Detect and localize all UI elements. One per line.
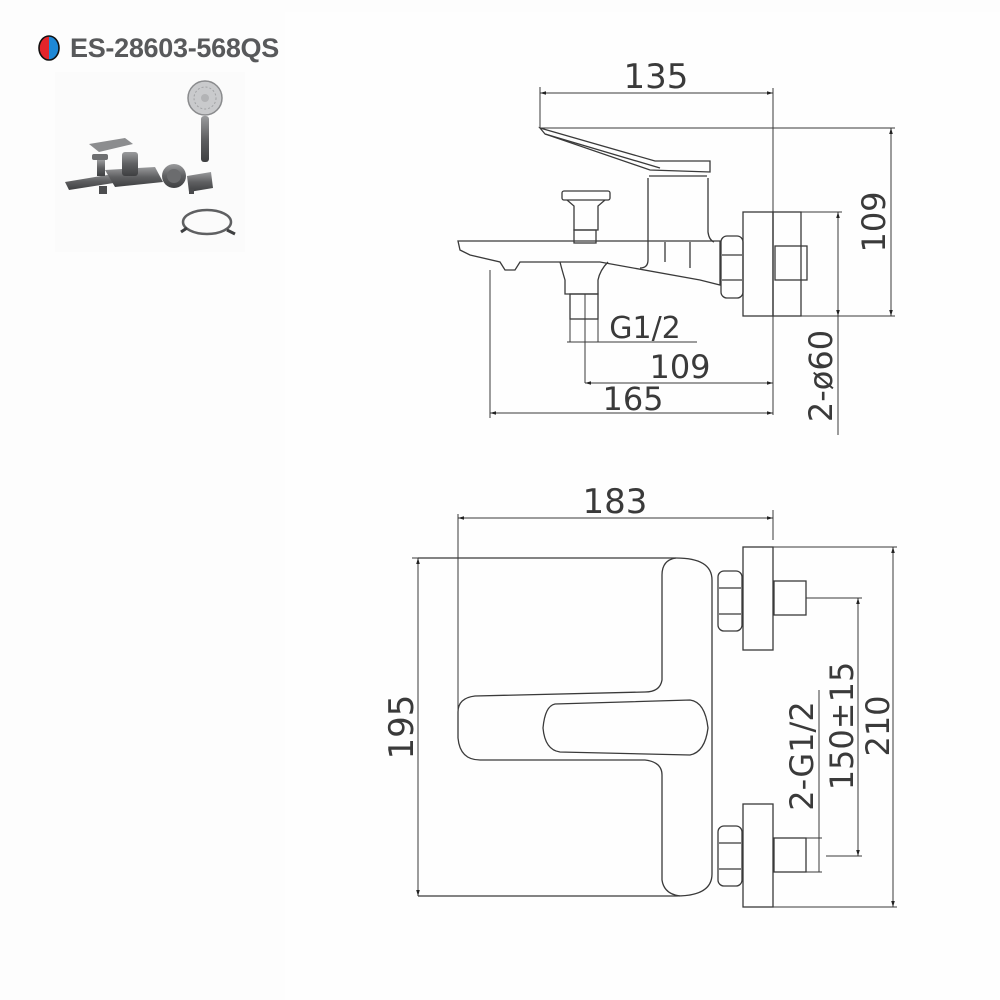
product-header: ES-28603-568QS [37, 28, 279, 68]
top-view-labels: 183 195 2-G1/2 150±15 210 [382, 482, 897, 811]
side-view-labels: 135 G1/2 109 165 109 2-ø60 [602, 57, 893, 422]
dim-183: 183 [583, 482, 648, 522]
dim-165: 165 [602, 380, 663, 418]
dim-109-vertical: 109 [855, 191, 893, 252]
bath-mixer-icon [65, 138, 186, 194]
side-view [457, 87, 895, 435]
dim-inlet-thread: 2-G1/2 [783, 701, 821, 810]
hot-cold-indicator-icon [38, 35, 60, 61]
dim-135: 135 [624, 57, 689, 97]
shower-hose-icon [180, 208, 236, 236]
shower-holder-icon [187, 172, 213, 194]
drawing-area [285, 12, 1000, 1000]
dim-195: 195 [382, 695, 422, 760]
hand-shower-icon [187, 80, 223, 162]
model-number: ES-28603-568QS [70, 32, 279, 63]
dim-109-horizontal: 109 [649, 348, 710, 386]
dim-flange-diameter: 2-ø60 [802, 330, 840, 422]
top-view [412, 510, 897, 908]
dim-150-centres: 150±15 [823, 662, 861, 791]
dim-210: 210 [859, 695, 897, 756]
dim-outlet-thread: G1/2 [609, 311, 681, 346]
product-photo [55, 72, 245, 252]
